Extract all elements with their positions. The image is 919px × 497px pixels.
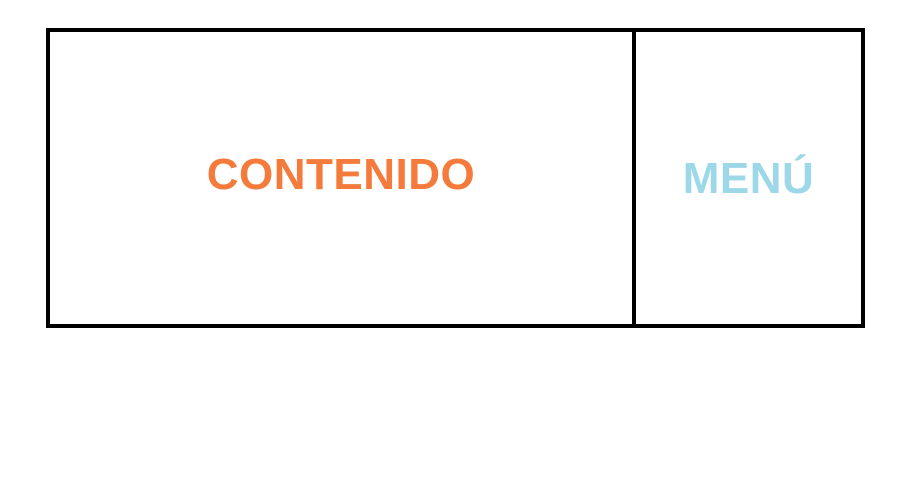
layout-diagram-frame: CONTENIDO MENÚ bbox=[46, 28, 865, 328]
menu-panel-label: MENÚ bbox=[682, 154, 815, 203]
content-panel: CONTENIDO bbox=[50, 32, 636, 324]
content-panel-label: CONTENIDO bbox=[206, 150, 476, 199]
menu-panel: MENÚ bbox=[636, 32, 861, 324]
